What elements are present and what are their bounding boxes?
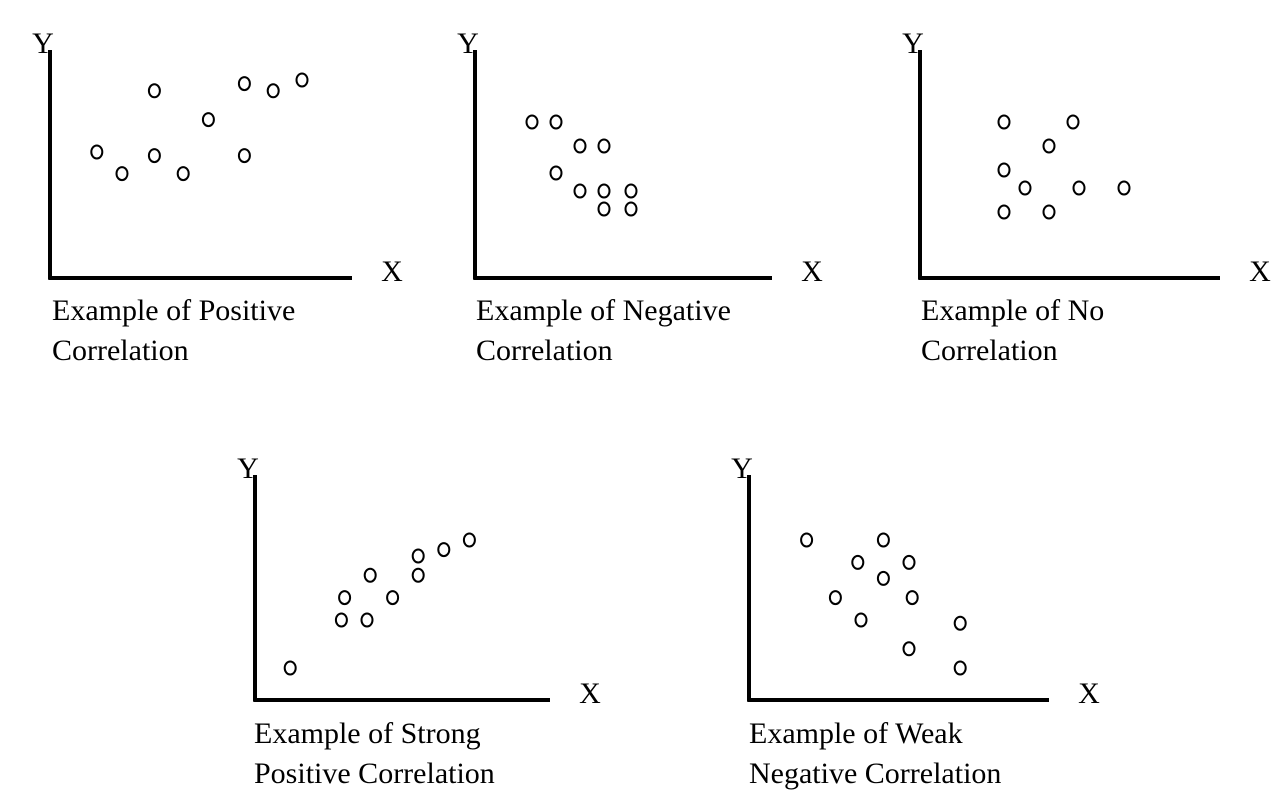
data-point xyxy=(462,532,476,548)
data-point xyxy=(1117,180,1131,196)
data-point xyxy=(624,201,638,217)
caption-line: Example of No xyxy=(921,294,1105,327)
data-point xyxy=(90,144,104,160)
data-point xyxy=(573,138,587,154)
data-point xyxy=(597,138,611,154)
data-point xyxy=(1018,180,1032,196)
data-point xyxy=(953,660,967,676)
data-point xyxy=(902,641,916,657)
data-point xyxy=(997,162,1011,178)
x-axis-label: X xyxy=(381,255,403,288)
caption-no-correlation: Example of No Correlation xyxy=(921,291,1104,371)
scatter-plot-4: YX xyxy=(237,452,601,710)
data-point xyxy=(283,660,297,676)
y-axis-label: Y xyxy=(731,452,753,485)
data-point xyxy=(525,114,539,130)
caption-negative-correlation: Example of Negative Correlation xyxy=(476,291,731,371)
data-point xyxy=(176,166,190,182)
caption-line: Example of Positive xyxy=(52,294,296,327)
data-point xyxy=(411,567,425,583)
caption-line: Negative Correlation xyxy=(749,757,1002,790)
data-point xyxy=(997,114,1011,130)
data-point xyxy=(411,548,425,564)
caption-strong-positive-correlation: Example of Strong Positive Correlation xyxy=(254,714,495,794)
scatter-plot-2: YX xyxy=(457,27,823,288)
data-point xyxy=(851,554,865,570)
x-axis-label: X xyxy=(801,255,823,288)
scatter-plot-1: YX xyxy=(32,27,403,288)
data-point xyxy=(549,114,563,130)
data-point xyxy=(902,554,916,570)
data-point xyxy=(363,567,377,583)
caption-line: Example of Strong xyxy=(254,717,481,750)
caption-positive-correlation: Example of Positive Correlation xyxy=(52,291,295,371)
data-point xyxy=(338,590,352,606)
data-point xyxy=(905,590,919,606)
data-point xyxy=(147,83,161,99)
caption-line: Positive Correlation xyxy=(254,757,495,790)
data-point xyxy=(1072,180,1086,196)
data-point xyxy=(266,83,280,99)
data-point xyxy=(573,183,587,199)
data-point xyxy=(854,612,868,628)
data-point xyxy=(953,615,967,631)
x-axis-label: X xyxy=(1249,255,1271,288)
data-point xyxy=(334,612,348,628)
data-point xyxy=(828,590,842,606)
y-axis-label: Y xyxy=(457,27,479,60)
data-point xyxy=(876,532,890,548)
caption-line: Correlation xyxy=(52,334,189,367)
data-point xyxy=(1042,138,1056,154)
data-point xyxy=(597,183,611,199)
data-point xyxy=(549,165,563,181)
data-point xyxy=(360,612,374,628)
caption-line: Correlation xyxy=(476,334,613,367)
data-point xyxy=(115,166,129,182)
data-point xyxy=(237,76,251,92)
scatter-plot-5: YX xyxy=(731,452,1100,710)
data-point xyxy=(624,183,638,199)
caption-line: Example of Weak xyxy=(749,717,963,750)
scatter-plot-3: YX xyxy=(902,27,1271,288)
data-point xyxy=(437,542,451,558)
data-point xyxy=(295,72,309,88)
data-point xyxy=(997,204,1011,220)
data-point xyxy=(876,570,890,586)
y-axis-label: Y xyxy=(237,452,259,485)
caption-line: Example of Negative xyxy=(476,294,731,327)
data-point xyxy=(147,148,161,164)
data-point xyxy=(237,148,251,164)
data-point xyxy=(1042,204,1056,220)
x-axis-label: X xyxy=(579,677,601,710)
data-point xyxy=(800,532,814,548)
caption-weak-negative-correlation: Example of Weak Negative Correlation xyxy=(749,714,1001,794)
data-point xyxy=(201,112,215,128)
y-axis-label: Y xyxy=(902,27,924,60)
caption-line: Correlation xyxy=(921,334,1058,367)
data-point xyxy=(1066,114,1080,130)
data-point xyxy=(597,201,611,217)
x-axis-label: X xyxy=(1078,677,1100,710)
data-point xyxy=(386,590,400,606)
y-axis-label: Y xyxy=(32,27,54,60)
